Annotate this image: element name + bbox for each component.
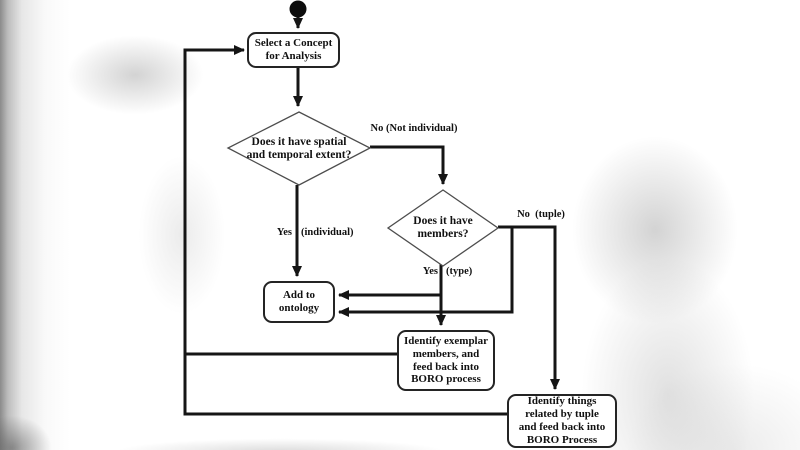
edge-label-no-not-individual: No (Not individual) xyxy=(370,123,458,134)
edge-label-yes-type-qualifier: (type) xyxy=(446,266,473,277)
node-add-to-ontology: Add to ontology xyxy=(263,281,335,323)
decision-spatial-extent-label: Does it have spatial and temporal extent… xyxy=(246,135,352,162)
decision-spatial-extent-shape xyxy=(226,111,372,186)
node-identify-things-by-tuple-label: Identify things related by tuple and fee… xyxy=(518,395,606,446)
node-identify-things-by-tuple: Identify things related by tuple and fee… xyxy=(507,394,617,448)
edge-tuple-branch-to-add-ontology xyxy=(338,227,514,317)
edge-no-tuple xyxy=(498,225,560,390)
node-identify-exemplar-members: Identify exemplar members, and feed back… xyxy=(397,330,495,391)
decision-has-members-shape xyxy=(386,189,500,267)
node-identify-exemplar-members-label: Identify exemplar members, and feed back… xyxy=(403,334,488,386)
edge-label-no-tuple: No (tuple) xyxy=(517,209,565,220)
edge-no-not-individual xyxy=(370,145,448,185)
node-select-concept-label: Select a Concept for Analysis xyxy=(254,37,333,62)
edge-feedback-to-select xyxy=(183,45,507,416)
start-node xyxy=(289,0,307,18)
edge-label-yes-type-yes: Yes xyxy=(422,266,438,277)
decision-has-members-label: Does it have members? xyxy=(413,214,473,241)
node-add-to-ontology-label: Add to ontology xyxy=(278,289,320,314)
edge-label-yes-individual-yes: Yes xyxy=(276,227,292,238)
node-select-concept: Select a Concept for Analysis xyxy=(247,32,340,68)
edge-label-yes-individual-qualifier: (individual) xyxy=(301,227,354,238)
